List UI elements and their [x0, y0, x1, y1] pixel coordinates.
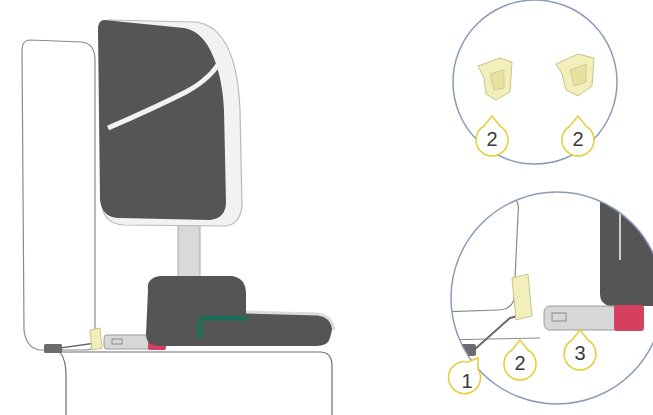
callout-pin [564, 330, 596, 370]
guide-opening [490, 70, 504, 90]
arm-slot [112, 339, 122, 344]
anchor-bar [60, 343, 96, 348]
belt-guide [200, 318, 246, 336]
isofix-arm [104, 335, 152, 349]
callout-pin [562, 116, 594, 156]
backrest-cushion [98, 20, 226, 220]
seam-piping [612, 190, 620, 260]
zoom-circle [451, 192, 653, 404]
isofix-guide [478, 58, 512, 100]
callout-pin [504, 340, 536, 380]
car-bench-outline [440, 338, 540, 340]
callout-number: 2 [477, 127, 507, 151]
anchor-bar [474, 316, 518, 350]
callout-pin [476, 116, 508, 156]
callout-number: 2 [505, 351, 535, 375]
isofix-guide [556, 54, 594, 96]
release-button [614, 305, 644, 331]
car-bench-outline [60, 352, 332, 415]
isofix-arm [544, 306, 622, 330]
seam-piping [246, 312, 334, 330]
car-bench-outline [60, 352, 66, 415]
car-backrest [22, 40, 95, 350]
seam-piping [108, 58, 222, 128]
callout-number: 3 [565, 341, 595, 365]
vehicle-anchor [44, 344, 62, 353]
isofix-connector [512, 274, 532, 320]
guide-opening [570, 64, 586, 86]
seat-base [146, 276, 332, 346]
callout-number: 1 [452, 369, 482, 393]
zoom-circle [453, 0, 617, 164]
seat-base [600, 190, 653, 306]
isofix-connector [90, 328, 102, 350]
arm-slot [552, 313, 566, 321]
callout-number: 2 [563, 127, 593, 151]
